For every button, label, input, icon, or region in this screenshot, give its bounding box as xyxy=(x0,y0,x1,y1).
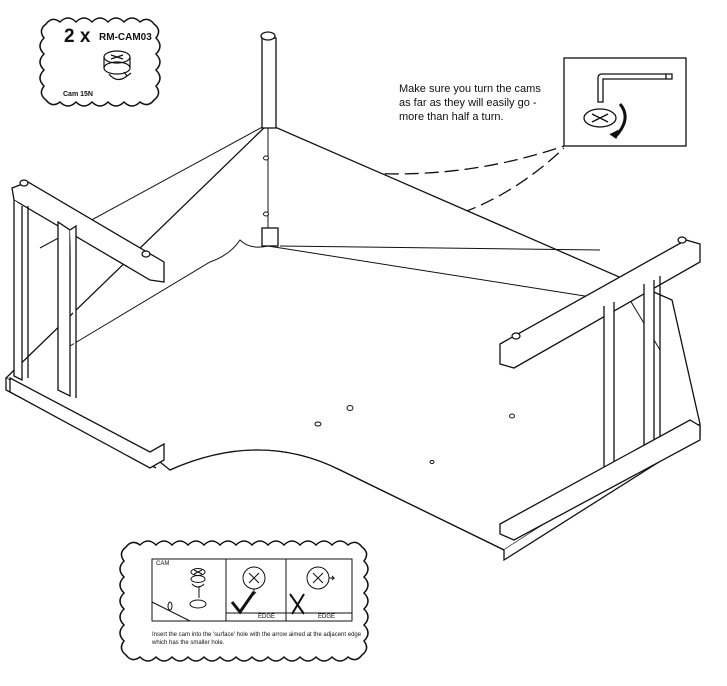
left-leg-frame xyxy=(9,179,165,469)
cross-mark-icon xyxy=(289,593,305,615)
cam-label: CAM xyxy=(156,561,170,567)
check-mark-icon xyxy=(230,591,256,615)
panel-holes xyxy=(263,155,515,464)
incorrect-edge-label: EDGE xyxy=(318,614,336,620)
cam-insertion-note: Insert the cam into the 'surface' hole w… xyxy=(152,632,362,646)
corner-post xyxy=(260,31,279,247)
instruction-detail-box xyxy=(563,57,687,147)
parts-callout-bubble xyxy=(39,17,161,107)
right-leg-frame xyxy=(499,236,701,541)
part-code: RM-CAM03 xyxy=(99,32,152,43)
correct-edge-label: EDGE xyxy=(258,614,276,620)
incorrect-cam-orientation xyxy=(306,566,336,590)
part-name: Cam 15N xyxy=(63,91,93,98)
detail-cam-icon xyxy=(167,568,207,611)
instruction-text: Make sure you turn the cams as far as th… xyxy=(399,83,541,123)
cam-fitting-icon xyxy=(103,50,132,81)
part-quantity: 2 x xyxy=(64,26,91,47)
detail-table xyxy=(151,558,353,622)
